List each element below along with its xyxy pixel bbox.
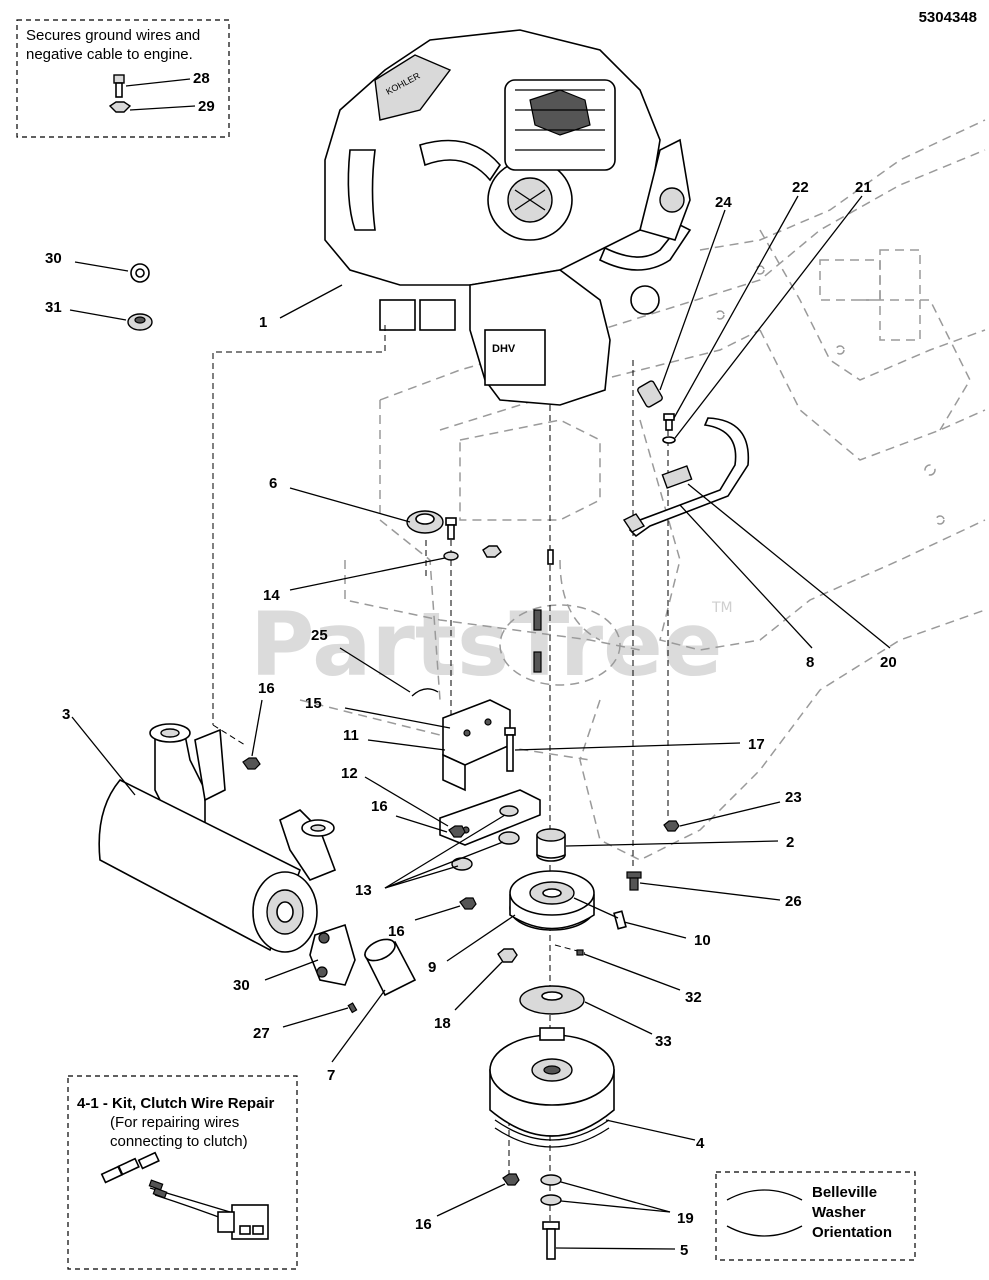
watermark-trademark: TM [711,600,733,616]
callout-31: 31 [45,299,62,316]
pto-clutch-4: 4 [489,1027,705,1152]
callout-5: 5 [680,1242,688,1259]
callout-1: 1 [259,314,267,331]
nut-16-muffler: 16 [242,680,275,770]
screw-22: 22 [663,179,809,431]
kit-line1: (For repairing wires [110,1114,239,1131]
bolt-28-head [113,74,125,84]
callout-28: 28 [193,70,210,87]
spacer-2: 2 [536,828,794,862]
callout-7: 7 [327,1067,335,1084]
clamp-20: 20 [661,465,897,671]
callout-30-top: 30 [45,250,62,267]
nut-16-bottom: 16 [415,1173,520,1233]
pin-10: 10 [573,897,711,949]
pulley-9: 9 [428,870,595,976]
callout-13: 13 [355,882,372,899]
callout-15: 15 [305,695,322,712]
bolt-17: 17 [504,727,765,772]
callout-12: 12 [341,765,358,782]
studs [533,549,554,673]
svg-text:DHV: DHV [492,343,516,355]
callout-16-bottom: 16 [415,1216,432,1233]
callout-25: 25 [311,627,328,644]
belleville-line2: Washer [812,1204,866,1221]
kit-line2: connecting to clutch) [110,1133,248,1150]
callout-33: 33 [655,1033,672,1050]
callout-16-middle: 16 [371,798,388,815]
nut-16-lower: 16 [388,897,477,940]
watermark-text: PartsTree [250,593,722,696]
callout-16-lower: 16 [388,923,405,940]
callout-23: 23 [785,789,802,806]
callout-16-upper: 16 [258,680,275,697]
bolt-26: 26 [626,871,802,910]
nut-center [482,545,502,558]
wire-kit-drawing [100,1151,269,1240]
callout-9: 9 [428,959,436,976]
callout-4: 4 [696,1135,705,1152]
belleville-orientation-box: Belleville Washer Orientation [715,1171,916,1261]
ground-note-line2: negative cable to engine. [26,46,193,63]
bushing-6: 6 [269,475,444,534]
callout-22: 22 [792,179,809,196]
callout-10: 10 [694,932,711,949]
callout-19: 19 [677,1210,694,1227]
callout-6: 6 [269,475,277,492]
nut-29 [108,101,132,113]
fuel-fitting-24: 24 [637,194,732,408]
callout-18: 18 [434,1015,451,1032]
grommet-31: 31 [45,299,153,331]
nut-18: 18 [434,948,518,1032]
engine-assembly: KOHLER DHV 1 [259,29,692,406]
callout-30-lower: 30 [233,977,250,994]
mower-frame [299,119,986,861]
washer-21: 21 [662,179,872,444]
key-32: 32 [576,949,702,1006]
callout-20: 20 [880,654,897,671]
ground-note-line1: Secures ground wires and [26,27,200,44]
spacers-13: 13 [355,805,520,899]
callout-17: 17 [748,736,765,753]
callout-29: 29 [198,98,215,115]
tail-pipe-7: 7 [327,938,417,1084]
retainer-clip-25: 25 [311,627,439,697]
ground-wire-note: Secures ground wires and negative cable … [16,19,230,138]
fuel-line-8: 8 [622,417,814,671]
nut-23: 23 [663,789,802,832]
nut-16-middle: 16 [371,798,466,838]
clutch-wire-kit-box: 4-1 - Kit, Clutch Wire Repair (For repai… [67,1075,298,1270]
kit-title: 4-1 - Kit, Clutch Wire Repair [77,1095,275,1112]
spacer-33: 33 [519,985,672,1050]
clamp-30-lower: 30 [233,923,356,994]
callout-11: 11 [343,727,359,744]
callout-2: 2 [786,834,794,851]
belleville-line3: Orientation [812,1224,892,1241]
document-number: 5304348 [919,9,977,26]
bolt-near-6 [445,517,457,540]
watermark: PartsTree TM [250,593,733,696]
bolt-28-shank [115,82,123,98]
callout-14: 14 [263,587,280,604]
callout-32: 32 [685,989,702,1006]
belleville-washers-19: 19 [540,1174,694,1227]
washer-14: 14 [263,551,459,604]
callout-27: 27 [253,1025,270,1042]
callout-21: 21 [855,179,872,196]
bolt-5: 5 [542,1221,688,1260]
belleville-line1: Belleville [812,1184,877,1201]
callout-24: 24 [715,194,732,211]
callout-26: 26 [785,893,802,910]
muffler-3: 3 [62,706,337,953]
callout-8: 8 [806,654,814,671]
screw-27: 27 [253,1002,358,1042]
lock-washer-30-top: 30 [45,250,150,283]
callout-3: 3 [62,706,70,723]
